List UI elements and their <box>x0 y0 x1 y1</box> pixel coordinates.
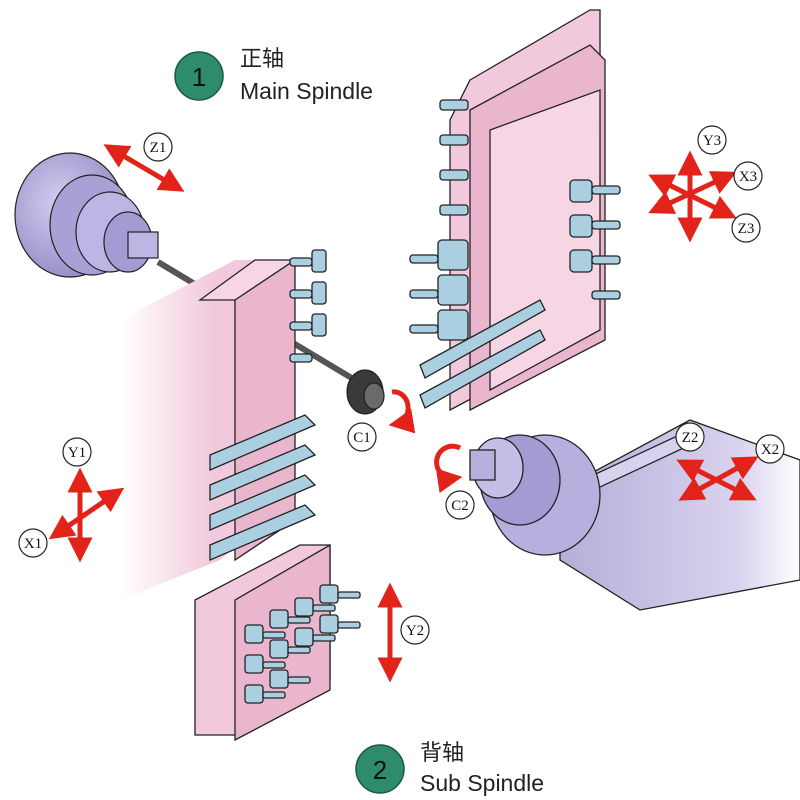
svg-text:X2: X2 <box>761 442 779 458</box>
sub-spindle <box>469 419 800 611</box>
axis-z3: Z3 <box>731 213 761 243</box>
main-spindle-title-cn: 正轴 <box>240 47 284 72</box>
right-tool-bars <box>419 299 546 409</box>
sub-spindle-title-en: Sub Spindle <box>420 770 544 796</box>
z3-arrow <box>648 174 737 219</box>
svg-text:Z3: Z3 <box>738 221 755 237</box>
badge-2-number: 2 <box>373 755 387 785</box>
svg-text:Y1: Y1 <box>68 445 86 461</box>
axis-x2: X2 <box>755 434 785 464</box>
badge-1-number: 1 <box>192 62 206 92</box>
motion-arrows <box>48 144 759 683</box>
axis-y2: Y2 <box>400 615 430 645</box>
badge-1 <box>174 51 224 101</box>
svg-text:Y3: Y3 <box>703 133 721 149</box>
axis-y1: Y1 <box>62 437 92 467</box>
axis-x1: X1 <box>18 528 48 558</box>
svg-text:X1: X1 <box>24 536 42 552</box>
right-tool-block <box>409 9 621 412</box>
svg-text:Z2: Z2 <box>682 430 699 446</box>
left-tool-bars <box>209 414 317 561</box>
axis-y3: Y3 <box>697 125 727 155</box>
svg-text:X3: X3 <box>739 169 757 185</box>
main-spindle-title-en: Main Spindle <box>240 78 373 104</box>
axis-c1: C1 <box>347 422 377 452</box>
badge-2 <box>355 744 405 794</box>
right-tool-stems-right <box>569 179 621 300</box>
c2-rotation-arrow <box>434 443 463 493</box>
svg-text:C1: C1 <box>353 430 371 446</box>
lower-tool-stems <box>244 584 361 704</box>
main-spindle-chuck <box>14 152 382 398</box>
axis-x3: X3 <box>733 161 763 191</box>
main-spindle-header: 1 正轴 Main Spindle <box>174 47 373 104</box>
left-tool-stems <box>289 249 327 363</box>
left-tool-block <box>120 249 327 600</box>
axis-labels: Z1 C1 Y1 X1 Y2 Z2 X2 C2 <box>18 125 785 645</box>
svg-text:Z1: Z1 <box>150 140 167 156</box>
svg-text:C2: C2 <box>451 498 469 514</box>
x1-arrow <box>48 487 125 540</box>
svg-text:Y2: Y2 <box>406 623 424 639</box>
sub-spindle-header: 2 背轴 Sub Spindle <box>355 741 544 796</box>
z1-arrow <box>103 144 185 192</box>
axis-z2: Z2 <box>675 422 705 452</box>
c1-rotation-arrow <box>388 389 416 434</box>
x2-arrow <box>678 456 759 501</box>
lower-tool-block <box>194 543 361 742</box>
sub-spindle-title-cn: 背轴 <box>420 741 464 766</box>
c1-chuck <box>346 369 385 415</box>
axis-c2: C2 <box>445 490 475 520</box>
axis-z1: Z1 <box>143 132 173 162</box>
right-tool-stems-left <box>409 99 469 341</box>
